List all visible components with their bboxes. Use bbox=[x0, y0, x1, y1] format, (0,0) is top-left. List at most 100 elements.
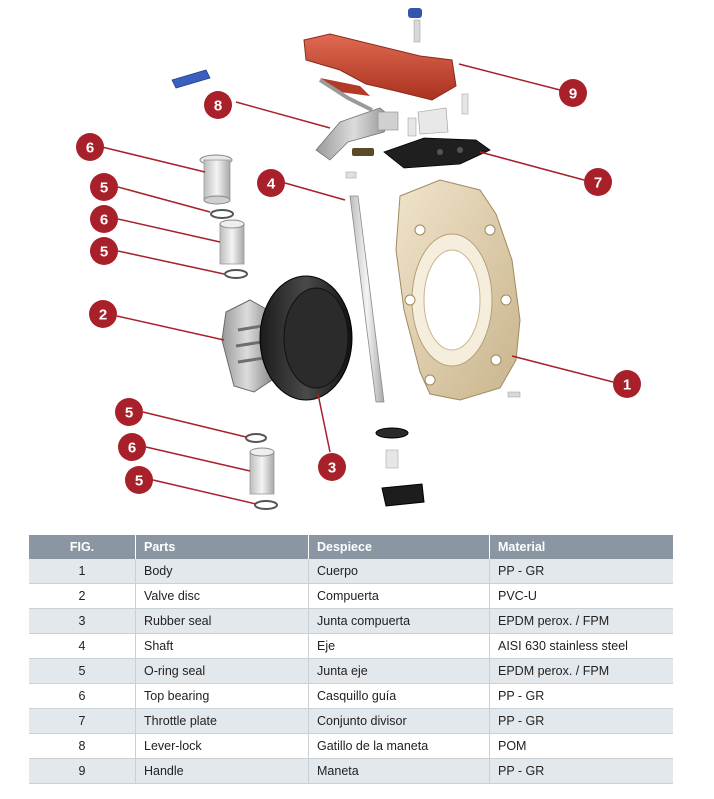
callout-5-d: 5 bbox=[125, 466, 153, 494]
callout-9: 9 bbox=[559, 79, 587, 107]
callout-4: 4 bbox=[257, 169, 285, 197]
header-material: Material bbox=[489, 535, 673, 559]
bottom-cap-part bbox=[381, 483, 425, 507]
cell-despiece: Cuerpo bbox=[308, 559, 490, 584]
callout-5-c: 5 bbox=[115, 398, 143, 426]
leader-lines bbox=[101, 63, 614, 505]
callout-label: 5 bbox=[100, 180, 108, 197]
cell-despiece: Maneta bbox=[308, 758, 490, 784]
cell-part: Valve disc bbox=[135, 583, 309, 609]
table-row: 1 Body Cuerpo PP - GR bbox=[29, 559, 673, 584]
cell-despiece: Conjunto divisor bbox=[308, 708, 490, 734]
small-pins-part bbox=[407, 93, 469, 137]
shaft-part bbox=[345, 171, 385, 403]
callout-label: 4 bbox=[267, 176, 276, 193]
cell-fig: 2 bbox=[29, 583, 136, 609]
cell-fig: 3 bbox=[29, 608, 136, 634]
cell-material: PP - GR bbox=[489, 559, 673, 584]
table-header-row: FIG. Parts Despiece Material bbox=[29, 535, 673, 559]
cell-despiece: Casquillo guía bbox=[308, 683, 490, 709]
cell-material: AISI 630 stainless steel bbox=[489, 633, 673, 659]
header-parts: Parts bbox=[135, 535, 309, 559]
cell-despiece: Junta compuerta bbox=[308, 608, 490, 634]
table-row: 8 Lever-lock Gatillo de la maneta POM bbox=[29, 733, 673, 759]
top-bearing-part bbox=[199, 154, 233, 205]
callout-label: 5 bbox=[135, 473, 143, 490]
cell-part: Lever-lock bbox=[135, 733, 309, 759]
valve-disc-part bbox=[221, 299, 273, 393]
o-ring-bottom-b-part bbox=[254, 500, 278, 510]
cell-fig: 9 bbox=[29, 758, 136, 784]
spring-part bbox=[352, 148, 374, 156]
cell-part: Shaft bbox=[135, 633, 309, 659]
callout-label: 7 bbox=[594, 175, 602, 192]
callout-8: 8 bbox=[204, 91, 232, 119]
header-despiece: Despiece bbox=[308, 535, 490, 559]
rubber-seal-part bbox=[259, 275, 353, 401]
cell-fig: 4 bbox=[29, 633, 136, 659]
cell-despiece: Compuerta bbox=[308, 583, 490, 609]
cell-despiece: Eje bbox=[308, 633, 490, 659]
cell-despiece: Junta eje bbox=[308, 658, 490, 684]
cell-part: Top bearing bbox=[135, 683, 309, 709]
cell-fig: 6 bbox=[29, 683, 136, 709]
callout-label: 1 bbox=[623, 377, 631, 394]
cell-material: PP - GR bbox=[489, 708, 673, 734]
cell-part: Rubber seal bbox=[135, 608, 309, 634]
throttle-plate-part bbox=[383, 137, 491, 169]
cell-part: O-ring seal bbox=[135, 658, 309, 684]
bearing-bottom-part bbox=[249, 447, 275, 495]
header-fig: FIG. bbox=[29, 535, 136, 559]
bearing-middle-part bbox=[219, 219, 245, 265]
cell-material: EPDM perox. / FPM bbox=[489, 658, 673, 684]
cell-part: Handle bbox=[135, 758, 309, 784]
table-row: 4 Shaft Eje AISI 630 stainless steel bbox=[29, 633, 673, 659]
parts-table: FIG. Parts Despiece Material 1 Body Cuer… bbox=[29, 535, 673, 784]
exploded-valve-diagram: 9 8 6 4 7 5 6 5 2 1 5 6 bbox=[76, 8, 641, 510]
bottom-washer-part bbox=[375, 427, 409, 469]
cell-fig: 8 bbox=[29, 733, 136, 759]
callout-2: 2 bbox=[89, 300, 117, 328]
cell-fig: 1 bbox=[29, 559, 136, 584]
callout-5-b: 5 bbox=[90, 237, 118, 265]
callout-5-a: 5 bbox=[90, 173, 118, 201]
callout-label: 6 bbox=[86, 140, 94, 157]
callout-6-bottom: 6 bbox=[118, 433, 146, 461]
valve-body-part bbox=[395, 179, 521, 401]
table-row: 3 Rubber seal Junta compuerta EPDM perox… bbox=[29, 608, 673, 634]
cell-fig: 7 bbox=[29, 708, 136, 734]
cell-despiece: Gatillo de la maneta bbox=[308, 733, 490, 759]
callout-label: 6 bbox=[128, 440, 136, 457]
callout-6-middle: 6 bbox=[90, 205, 118, 233]
table-row: 6 Top bearing Casquillo guía PP - GR bbox=[29, 683, 673, 709]
callout-1: 1 bbox=[613, 370, 641, 398]
callout-label: 5 bbox=[125, 405, 133, 422]
cell-material: PP - GR bbox=[489, 683, 673, 709]
cell-material: POM bbox=[489, 733, 673, 759]
callout-label: 2 bbox=[99, 307, 107, 324]
cell-material: EPDM perox. / FPM bbox=[489, 608, 673, 634]
blue-pin-part bbox=[171, 69, 211, 89]
table-row: 5 O-ring seal Junta eje EPDM perox. / FP… bbox=[29, 658, 673, 684]
o-ring-bottom-a-part bbox=[245, 433, 267, 443]
callout-label: 9 bbox=[569, 86, 577, 103]
table-row: 2 Valve disc Compuerta PVC-U bbox=[29, 583, 673, 609]
small-screw-part bbox=[507, 391, 521, 398]
table-row: 9 Handle Maneta PP - GR bbox=[29, 758, 673, 784]
callout-label: 3 bbox=[328, 460, 336, 477]
cell-material: PP - GR bbox=[489, 758, 673, 784]
callout-label: 5 bbox=[100, 244, 108, 261]
handle-part bbox=[303, 33, 457, 101]
cell-material: PVC-U bbox=[489, 583, 673, 609]
cell-part: Throttle plate bbox=[135, 708, 309, 734]
callout-3: 3 bbox=[318, 453, 346, 481]
cell-part: Body bbox=[135, 559, 309, 584]
handle-screw-part bbox=[408, 8, 422, 43]
o-ring-middle-part bbox=[224, 269, 248, 279]
callout-6-top: 6 bbox=[76, 133, 104, 161]
callout-label: 8 bbox=[214, 98, 222, 115]
lever-lock-part bbox=[315, 78, 399, 161]
callout-label: 6 bbox=[100, 212, 108, 229]
callout-7: 7 bbox=[584, 168, 612, 196]
o-ring-top-part bbox=[210, 209, 234, 219]
